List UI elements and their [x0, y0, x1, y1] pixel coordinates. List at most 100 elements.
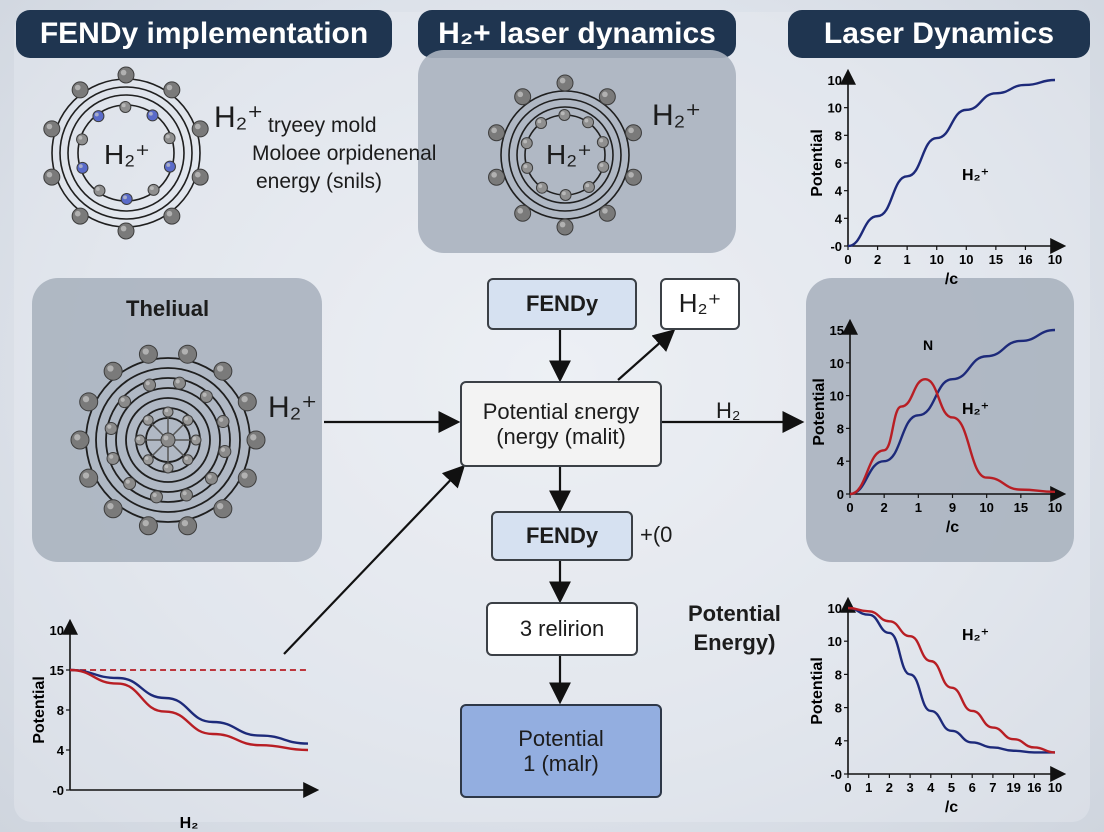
mol-theliual-outer-atom-highlight — [107, 365, 114, 372]
mol-top-left-outer-atom-highlight — [194, 123, 201, 130]
panel-title-theliual: Theliual — [126, 296, 210, 321]
mol-top-left-outer-atom-highlight — [46, 171, 53, 178]
chart-left-x-label: H₂ — [180, 815, 199, 832]
potential-energy-line-2: (nergy (malit) — [496, 424, 626, 449]
chart-top-x-label: /c — [945, 271, 958, 288]
mol-top-middle-outer-atom-highlight — [491, 172, 497, 178]
flow-box-fendy-2: FENDy — [491, 511, 633, 561]
chart-top-y-label: Potential — [809, 129, 826, 197]
chart-top-x-tick-label: 2 — [874, 252, 881, 267]
mol-top-middle-ring-1 — [516, 106, 614, 204]
chart-left-y-tick-label: -0 — [52, 783, 64, 798]
flow-box-relirion: 3 relirion — [486, 602, 638, 656]
mol-theliual-mid-atom-highlight — [120, 397, 125, 402]
chart-bottom-x-tick-label: 1 — [865, 780, 872, 795]
chart-bottom-series-0 — [847, 606, 1055, 754]
mol-theliual-mid-atom-highlight — [107, 424, 112, 429]
note-line-2: Energy) — [693, 629, 776, 655]
panel-h2-molecule — [418, 50, 736, 253]
mol-top-left-outer-atom-highlight — [74, 210, 81, 217]
mol-theliual-outer-atom-highlight — [181, 519, 189, 527]
mol-top-middle-inner-atom-highlight — [599, 138, 604, 143]
mol-top-left-ring-2 — [59, 86, 193, 220]
mol-theliual-outer-atom-highlight — [74, 434, 81, 441]
mol-top-middle-inner-atom-highlight — [584, 118, 589, 123]
mol-top-left-inner-atom-highlight — [166, 163, 171, 167]
chart-bottom-x-tick-label: 0 — [844, 780, 851, 795]
chart-mid-y-tick-label: 0 — [837, 487, 844, 502]
description-line-2: Moloee orpidenenal — [252, 142, 437, 165]
fendy-side-label: +(0 — [640, 522, 673, 547]
mol-top-left-ring-1 — [67, 94, 185, 212]
chart-top-x-tick-label: 10 — [959, 252, 973, 267]
chart-mid-peak-label: N — [923, 337, 933, 353]
side-label-h2plus-middle: H₂⁺ — [652, 99, 702, 132]
chart-mid-series-0 — [849, 328, 1056, 496]
chart-bottom-x-tick-label: 5 — [948, 780, 955, 795]
chart-top-y-tick-label: 4 — [835, 211, 843, 226]
mol-top-middle-inner-atom-highlight — [523, 139, 528, 144]
chart-left-series-1 — [69, 668, 309, 745]
mol-theliual-mid-atom-highlight — [220, 447, 226, 452]
chart-bottom-x-tick-label: 6 — [969, 780, 976, 795]
chart-bottom-series-1 — [847, 606, 1056, 754]
mol-top-middle-inner-atom-highlight — [523, 164, 528, 169]
mol-theliual-outer-atom-highlight — [82, 395, 90, 403]
side-label-h2plus-left: H₂⁺ — [268, 391, 318, 424]
arrow-potential-to-h2plus — [617, 329, 676, 381]
mol-top-middle-inner-atom-highlight — [561, 191, 566, 196]
mol-theliual-outer-atom-highlight — [217, 502, 224, 510]
mol-top-middle-inner-atom-highlight — [538, 184, 543, 188]
mol-top-left-outer-atom-highlight — [120, 225, 127, 232]
chart-mid-x-tick-label: 10 — [1048, 500, 1062, 515]
mol-top-left-inner-atom-highlight — [95, 187, 100, 191]
mol-theliual-mid-atom-highlight — [109, 454, 114, 459]
note-line-1: Potential — [688, 601, 781, 626]
mol-top-middle-outer-atom-highlight — [491, 127, 497, 134]
mol-top-left-outer-atom-highlight — [166, 210, 173, 217]
mol-theliual-outer-atom-highlight — [241, 395, 248, 403]
mol-theliual-core-atom-highlight — [144, 456, 149, 461]
mol-top-middle-inner-atom-highlight — [537, 119, 542, 124]
mol-top-left-inner-atom-highlight — [123, 195, 127, 200]
chart-left-y-tick-label: 4 — [57, 743, 65, 758]
chart-bottom-x-label: /c — [945, 799, 958, 816]
potential-energy-line-1: Potential εnergy — [482, 398, 640, 424]
mol-theliual-mid-atom-highlight — [152, 492, 157, 498]
mol-top-left-outer-atom-highlight — [120, 69, 127, 76]
mol-theliual-outer-atom-highlight — [181, 348, 189, 355]
arrow-label-h2: H₂ — [716, 398, 741, 423]
mol-theliual-ring-5 — [95, 367, 241, 513]
chart-top-x-tick-label: 10 — [929, 252, 943, 267]
chart-mid-y-tick-label: 10 — [830, 389, 844, 404]
mol-theliual-outer-atom-highlight — [217, 365, 224, 372]
chart-mid-x-tick-label: 15 — [1014, 500, 1028, 515]
mol-theliual-mid-atom-highlight — [175, 379, 180, 384]
mol-theliual-core-atom-highlight — [164, 408, 169, 413]
mol-top-middle-outer-atom-highlight — [517, 91, 524, 98]
chart-mid-annotation: H₂⁺ — [962, 401, 989, 418]
mol-theliual-outer-atom-highlight — [82, 472, 90, 479]
chart-bottom-y-tick-label: 8 — [835, 701, 842, 716]
chart-left-y-tick-label: 15 — [50, 663, 64, 678]
mol-theliual-core-atom-highlight — [164, 464, 169, 469]
chart-bottom-y-tick-label: 8 — [835, 667, 842, 682]
mol-theliual-outer-atom-highlight — [107, 502, 114, 510]
chart-mid-x-tick-label: 10 — [979, 500, 993, 515]
mol-top-middle-outer-atom-highlight — [602, 91, 608, 98]
chart-bottom-annotation: H₂⁺ — [962, 627, 989, 644]
chart-mid-y-tick-label: 8 — [837, 421, 844, 436]
mol-theliual-core-atom-highlight — [144, 416, 149, 421]
chart-left-y-tick-label: 8 — [57, 703, 64, 718]
chart-mid-y-label: Potential — [811, 378, 828, 446]
mol-theliual-core-atom-highlight — [192, 436, 197, 441]
chart-top-y-tick-label: 4 — [835, 184, 843, 199]
flow-box-potential-energy: Potential εnergy (nergy (malit) — [460, 381, 662, 467]
mol-theliual-ring-2 — [125, 397, 211, 483]
chart-mid-x-tick-label: 1 — [915, 500, 922, 515]
chart-top-series-0 — [847, 78, 1056, 248]
mol-theliual-ring-4 — [105, 377, 231, 503]
